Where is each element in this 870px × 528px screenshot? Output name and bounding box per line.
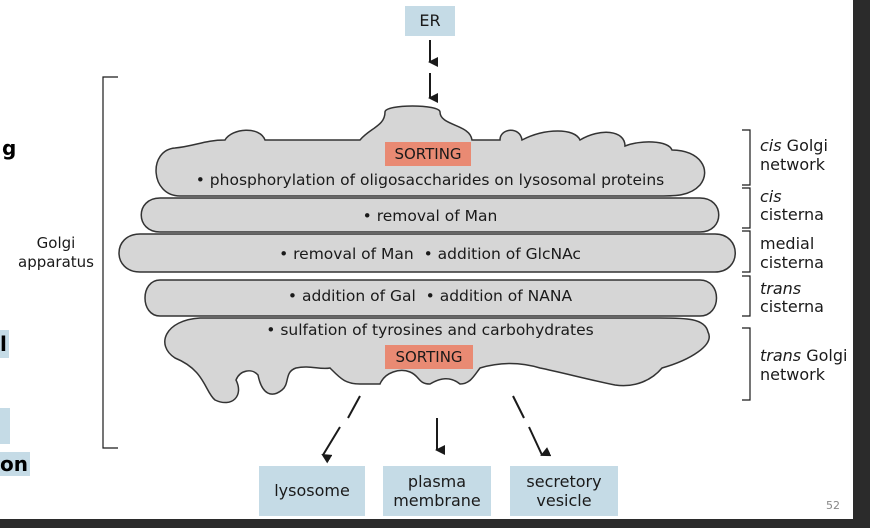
name-cis-golgi-network: cis Golgi network <box>760 136 828 174</box>
name-italic-part: cis <box>760 136 782 155</box>
process-trans-cisterna: • addition of Gal • addition of NANA <box>287 287 573 305</box>
bracket-cis-cisterna <box>742 187 751 229</box>
medial-cisterna-shape <box>118 233 736 273</box>
process-medial-cisterna: • removal of Man • addition of GlcNAc <box>279 245 581 263</box>
process-trans-golgi-network: • sulfation of tyrosines and carbohydrat… <box>266 321 594 339</box>
left-edge-fragment-2: l <box>0 330 9 358</box>
sorting-label-cis: SORTING <box>385 142 471 166</box>
golgi-apparatus-bracket <box>102 76 118 449</box>
destination-plasma-line1: plasma <box>407 472 467 491</box>
destination-secretory-line2: vesicle <box>536 491 592 510</box>
bracket-cis-golgi-network <box>742 129 751 186</box>
left-edge-fragment-1: g <box>2 136 17 160</box>
er-box: ER <box>405 6 455 36</box>
destination-secretory-vesicle: secretory vesicle <box>510 466 618 516</box>
process-cis-cisterna: • removal of Man <box>362 207 498 225</box>
name-line1: medial <box>760 234 824 253</box>
page-number: 52 <box>826 499 840 512</box>
name-line2: cisterna <box>760 297 824 316</box>
golgi-apparatus-line1: Golgi <box>36 234 76 252</box>
bracket-medial-cisterna <box>742 230 751 273</box>
name-cis-cisterna: cis cisterna <box>760 188 824 224</box>
name-medial-cisterna: medial cisterna <box>760 234 824 272</box>
name-italic-part: cis <box>760 187 782 206</box>
destination-plasma-line2: membrane <box>393 491 481 510</box>
name-italic-part: trans <box>760 346 802 365</box>
cis-cisterna-shape <box>140 197 720 233</box>
name-line1: cis Golgi <box>760 136 828 155</box>
name-line2: cisterna <box>760 205 824 224</box>
name-line1: trans <box>760 280 824 298</box>
arrow-secretory-1 <box>512 395 525 419</box>
sorting-label-trans: SORTING <box>385 345 473 369</box>
arrow-lysosome-1 <box>347 395 361 419</box>
name-line1: cis <box>760 188 824 206</box>
slide: ER SORTING SORTING • phosphorylation of … <box>0 6 848 516</box>
arrow-secretory-2 <box>528 426 552 457</box>
arrow-lysosome-2 <box>321 426 341 464</box>
bracket-trans-golgi-network <box>742 327 751 401</box>
name-line2: cisterna <box>760 253 824 272</box>
sorting-text-cis: SORTING <box>394 145 462 163</box>
trans-cisterna-shape <box>144 279 718 317</box>
left-edge-fragment-3: on <box>0 452 30 476</box>
name-line2: network <box>760 365 825 384</box>
name-trans-cisterna: trans cisterna <box>760 280 824 316</box>
destination-lysosome-label: lysosome <box>274 481 350 500</box>
bracket-trans-cisterna <box>742 275 751 317</box>
left-edge-highlight <box>0 408 10 444</box>
sorting-text-trans: SORTING <box>395 348 463 366</box>
er-label: ER <box>419 11 441 30</box>
name-part: Golgi <box>801 346 848 365</box>
right-dark-edge <box>853 0 870 528</box>
name-trans-golgi-network: trans Golgi network <box>760 346 847 384</box>
name-line2: network <box>760 155 825 174</box>
name-line1: trans Golgi <box>760 346 847 365</box>
destination-plasma-membrane: plasma membrane <box>383 466 491 516</box>
golgi-apparatus-label: Golgi apparatus <box>14 234 98 272</box>
process-cis-golgi-network: • phosphorylation of oligosaccharides on… <box>195 171 665 189</box>
destination-lysosome: lysosome <box>259 466 365 516</box>
name-part: medial <box>760 234 815 253</box>
golgi-apparatus-line2: apparatus <box>18 253 94 271</box>
name-italic-part: trans <box>760 279 802 298</box>
name-part: Golgi <box>781 136 828 155</box>
bottom-dark-edge <box>0 519 870 528</box>
destination-secretory-line1: secretory <box>526 472 602 491</box>
